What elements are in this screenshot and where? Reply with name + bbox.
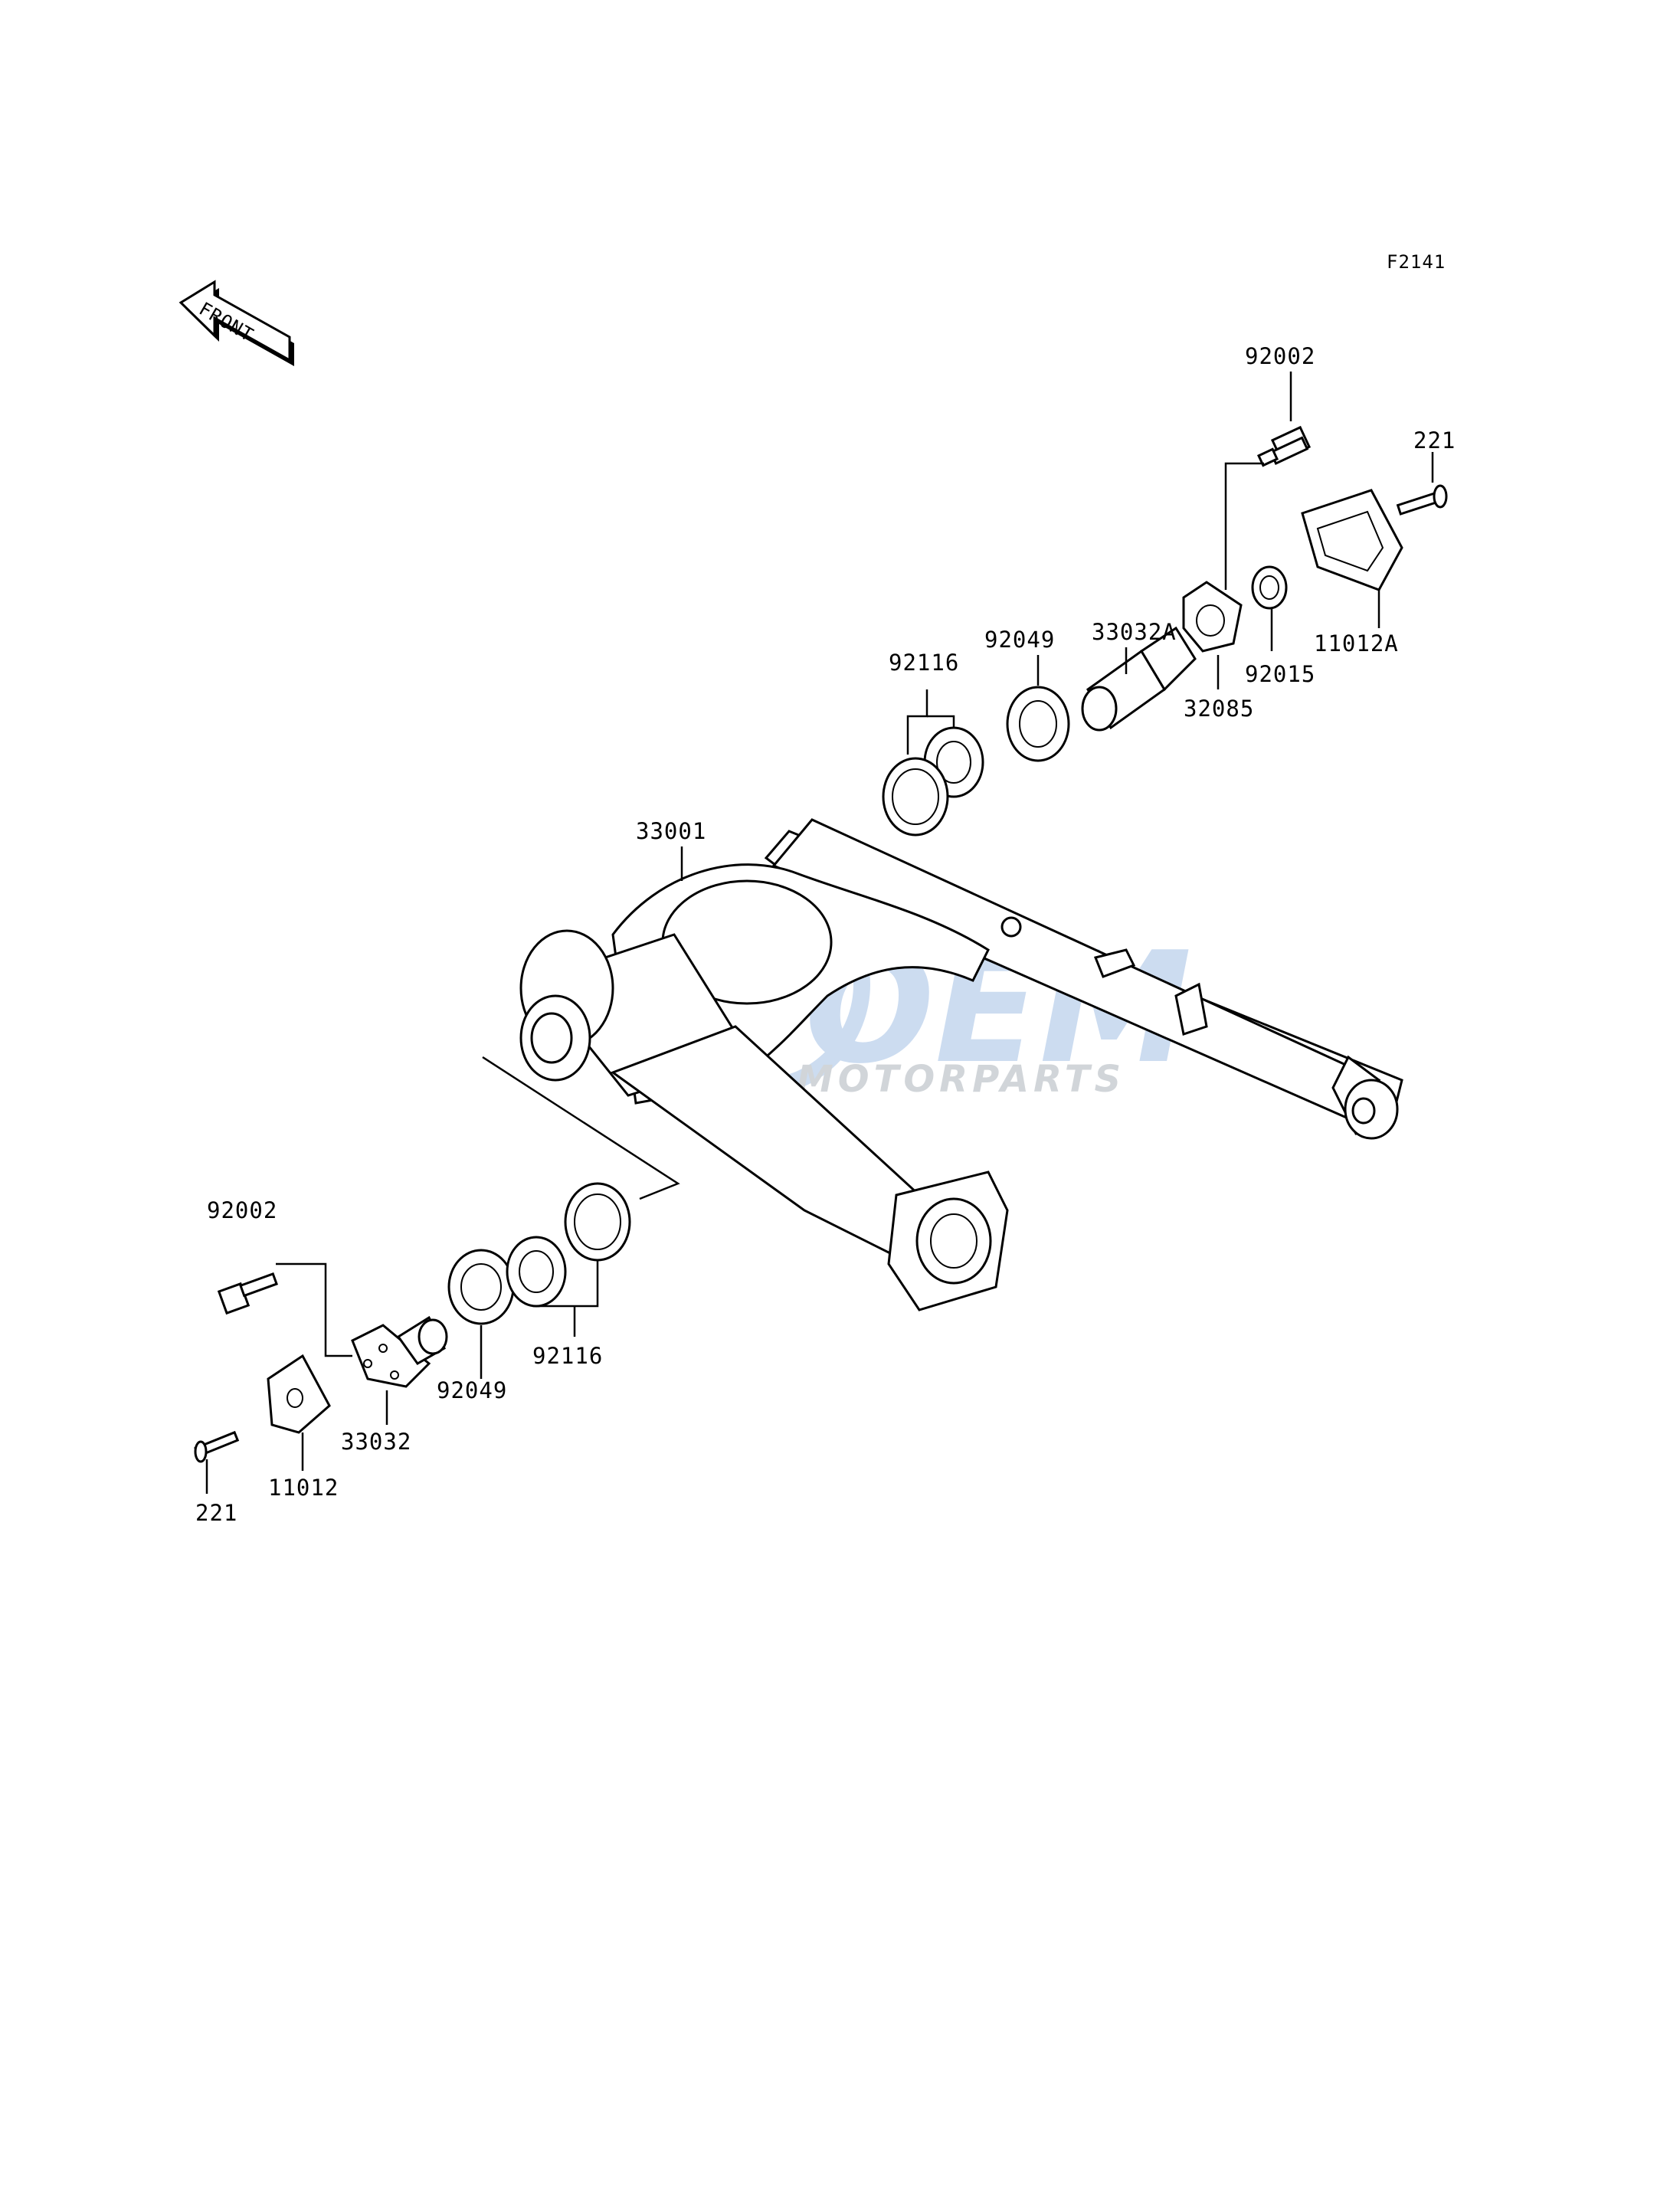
callout-221-bottom: 221: [195, 1500, 237, 1526]
seal-92049-top: [1006, 686, 1070, 762]
callout-92049-top: 92049: [984, 627, 1055, 653]
bolt-92002-top: [1256, 425, 1312, 467]
callout-32085: 32085: [1184, 696, 1254, 722]
shaft-33032: [351, 1315, 448, 1388]
bolt-92002-bottom: [217, 1272, 278, 1315]
watermark-sub: MOTORPARTS: [797, 1058, 1125, 1101]
screw-221-top: [1396, 484, 1448, 516]
front-arrow-icon: FRONT: [178, 280, 294, 366]
callout-33001: 33001: [636, 818, 706, 844]
callout-11012: 11012: [268, 1475, 339, 1501]
bearing-92116-top: [882, 726, 984, 837]
callout-92116-top: 92116: [889, 650, 959, 676]
callout-92049-bottom: 92049: [437, 1377, 507, 1403]
seal-92049-bottom: [447, 1249, 515, 1325]
callout-92002-bottom: 92002: [207, 1197, 277, 1223]
callout-221-top: 221: [1413, 427, 1456, 453]
bearing-92116-bottom: [506, 1182, 631, 1308]
screw-221-bottom: [194, 1430, 240, 1463]
callout-33032A: 33032A: [1092, 619, 1177, 645]
nut-92015: [1251, 565, 1288, 610]
callout-33032: 33032: [341, 1429, 411, 1455]
plate-32085: [1182, 581, 1243, 653]
callout-11012A: 11012A: [1314, 630, 1399, 656]
callout-92116-bottom: 92116: [532, 1343, 603, 1369]
callout-92002-top: 92002: [1245, 343, 1315, 369]
swingarm-33001: [519, 818, 1403, 1311]
cover-11012: [267, 1354, 331, 1434]
cover-11012A: [1301, 489, 1403, 591]
figure-code: F2141: [1387, 251, 1446, 273]
callout-92015: 92015: [1245, 661, 1315, 687]
leader-lines: [205, 372, 1434, 1494]
shaft-33032A: [1081, 626, 1197, 732]
